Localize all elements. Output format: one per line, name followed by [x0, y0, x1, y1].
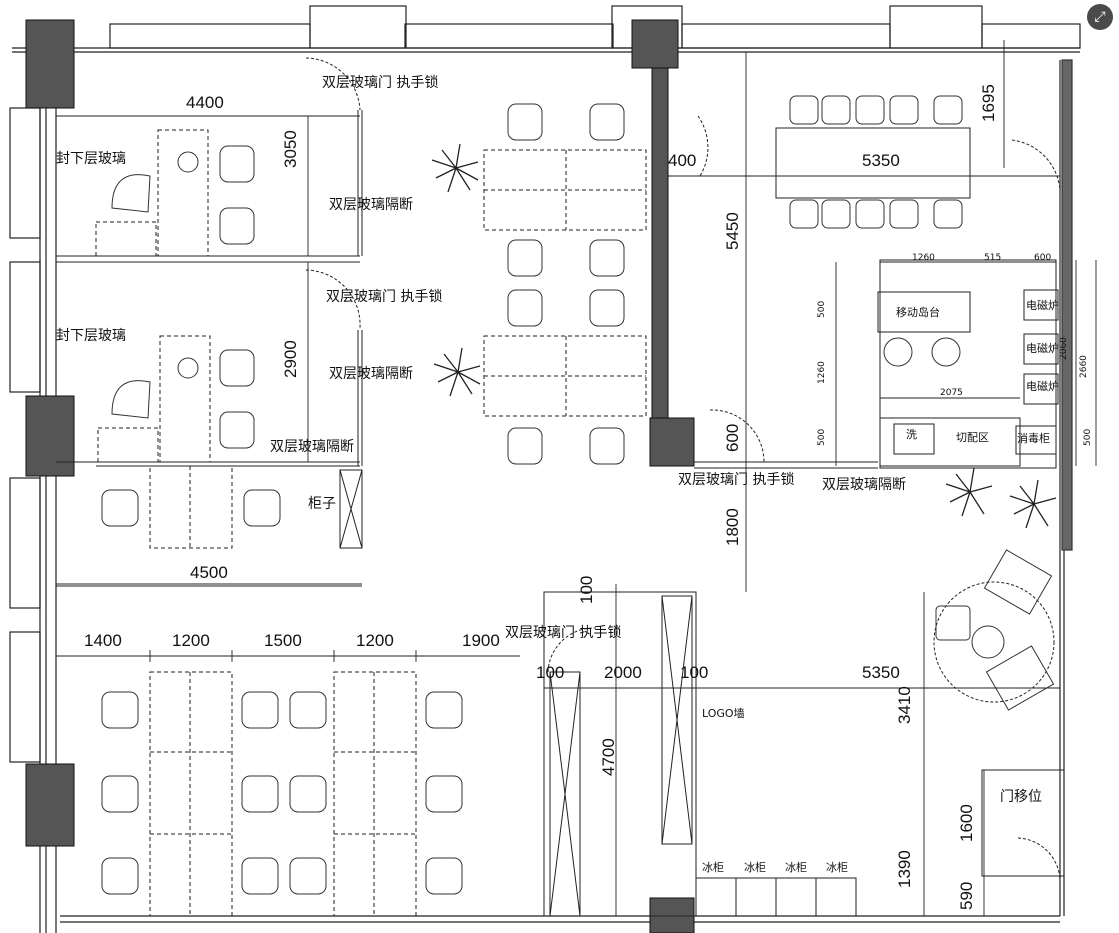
- doors: [305, 57, 1061, 881]
- door-label-1: 双层玻璃门 执手锁: [322, 75, 439, 91]
- door-label-3: 双层玻璃门 执手锁: [678, 472, 795, 488]
- columns: [25, 19, 695, 933]
- kdim-1260: 1260: [912, 253, 935, 263]
- kdim-600: 600: [1034, 253, 1052, 263]
- partition-label-2: 双层玻璃隔断: [329, 366, 413, 382]
- partition-label-1: 双层玻璃隔断: [329, 197, 413, 213]
- dim-2000: 2000: [604, 663, 642, 682]
- disinfect-label: 消毒柜: [1017, 432, 1050, 445]
- dim-100c: 100: [680, 663, 709, 682]
- kdim-500b: 500: [817, 428, 827, 446]
- induction-label-3: 电磁炉: [1026, 380, 1059, 393]
- dim-3410: 3410: [895, 686, 914, 724]
- chairs: [101, 95, 1055, 895]
- dim-3050: 3050: [281, 130, 300, 168]
- kdim-1260v: 1260: [817, 361, 827, 384]
- dim-4700: 4700: [599, 738, 618, 776]
- dim-1500: 1500: [264, 631, 302, 650]
- dim-2900: 2900: [281, 340, 300, 378]
- fridge-label-3: 冰柜: [785, 861, 807, 874]
- fridge-label-1: 冰柜: [702, 861, 724, 874]
- kdim-2075: 2075: [940, 388, 963, 398]
- partition-label-4: 双层玻璃隔断: [822, 477, 906, 493]
- dim-1400: 1400: [84, 631, 122, 650]
- seal-glass-label-2: 封下层玻璃: [56, 328, 126, 344]
- dim-1800: 1800: [723, 508, 742, 546]
- kdim-500c: 500: [1083, 428, 1093, 446]
- dim-1600: 1600: [957, 804, 976, 842]
- dim-5350: 5350: [862, 151, 900, 170]
- dim-1900: 1900: [462, 631, 500, 650]
- workstations: [95, 129, 647, 917]
- dim-5350b: 5350: [862, 663, 900, 682]
- dim-1200: 1200: [172, 631, 210, 650]
- island-label: 移动岛台: [896, 306, 940, 319]
- dim-1390: 1390: [895, 850, 914, 888]
- door-label-2: 双层玻璃门 执手锁: [326, 289, 443, 305]
- door-relocate-label: 门移位: [1000, 789, 1042, 805]
- dim-1695: 1695: [979, 84, 998, 122]
- kdim-515: 515: [984, 253, 1002, 263]
- door-label-4: 双层玻璃门 执手锁: [505, 625, 622, 641]
- outer-walls: [9, 5, 1081, 933]
- dim-100a: 100: [536, 663, 565, 682]
- dim-1200b: 1200: [356, 631, 394, 650]
- dim-600: 600: [723, 423, 742, 452]
- induction-label-2: 电磁炉: [1026, 342, 1059, 355]
- dim-4400: 4400: [186, 93, 224, 112]
- dim-4500: 4500: [190, 563, 228, 582]
- cabinet-label: 柜子: [308, 496, 336, 512]
- wash-label: 洗: [906, 428, 917, 441]
- dim-590: 590: [957, 881, 976, 910]
- dim-5450: 5450: [723, 212, 742, 250]
- partition-label-3: 双层玻璃隔断: [270, 439, 354, 455]
- dim-100b: 100: [577, 575, 596, 604]
- prep-label: 切配区: [956, 431, 989, 444]
- fridge-label-4: 冰柜: [826, 861, 848, 874]
- partitions: [56, 110, 1065, 917]
- kdim-500: 500: [817, 300, 827, 318]
- dimension-lines: [56, 40, 1097, 916]
- dim-400: 400: [668, 151, 697, 170]
- kdim-2060: 2060: [1059, 337, 1069, 360]
- kdim-2660: 2660: [1079, 355, 1089, 378]
- induction-label-1: 电磁炉: [1026, 299, 1059, 312]
- logo-wall-label: LOGO墙: [702, 707, 745, 720]
- fridge-label-2: 冰柜: [744, 861, 766, 874]
- expand-icon[interactable]: ⤢: [1087, 4, 1113, 30]
- seal-glass-label-1: 封下层玻璃: [56, 151, 126, 167]
- plants: [431, 143, 1057, 529]
